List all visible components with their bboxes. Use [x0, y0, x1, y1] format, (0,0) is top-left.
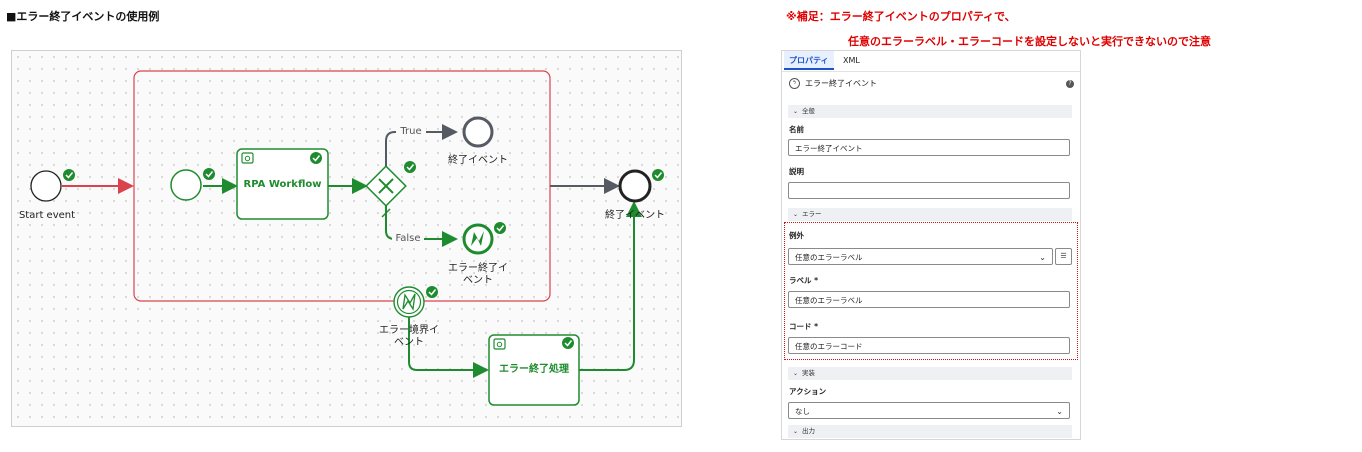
help-icon[interactable]: ? — [1066, 80, 1074, 88]
inner-error-end-label-2: ベント — [463, 275, 493, 286]
flow-true-label: True — [396, 126, 426, 138]
page-heading: ■エラー終了イベントの使用例 — [6, 10, 160, 23]
check-badge-icon — [652, 169, 664, 181]
check-badge-icon — [203, 168, 215, 180]
error-code-label: コード * — [789, 322, 819, 331]
boundary-lightning-icon — [402, 293, 416, 311]
gateway-x-icon — [378, 178, 394, 194]
section-general-label: 全般 — [802, 107, 816, 115]
check-badge-icon — [426, 286, 438, 298]
chevron-down-icon: ⌄ — [793, 211, 799, 218]
panel-header-title: エラー終了イベント — [805, 79, 877, 88]
error-event-icon: ϟ — [789, 78, 800, 89]
section-general[interactable]: ⌄全般 — [788, 105, 1072, 118]
inner-end-event-label: 終了イベント — [448, 155, 508, 166]
boundary-event-label-1: エラー境界イ — [379, 325, 439, 336]
false-flow-marker — [381, 208, 391, 218]
exception-label: 例外 — [789, 231, 804, 240]
exception-select[interactable]: 任意のエラーラベル ⌄ — [788, 248, 1053, 265]
error-label-field[interactable]: 任意のエラーラベル — [788, 291, 1070, 308]
rpa-workflow-task — [236, 148, 329, 220]
note-line-2: 任意のエラーラベル・エラーコードを設定しないと実行できないので注意 — [848, 35, 1211, 48]
camera-task-icon — [493, 338, 506, 350]
camera-task-icon — [241, 152, 254, 164]
action-select[interactable]: なし ⌄ — [788, 402, 1070, 419]
rpa-workflow-label: RPA Workflow — [243, 179, 322, 190]
flow-boundary-to-error-task — [408, 317, 489, 378]
tab-xml[interactable]: XML — [843, 56, 860, 65]
section-output-label: 出力 — [802, 427, 816, 435]
start-event-label: Start event — [18, 210, 76, 221]
section-output[interactable]: ⌄出力 — [788, 425, 1072, 438]
chevron-down-icon: ⌄ — [793, 428, 799, 435]
check-badge-icon — [404, 161, 416, 173]
flow-true — [385, 124, 458, 169]
description-field[interactable] — [788, 182, 1070, 199]
boundary-event-label-2: ベント — [394, 337, 424, 348]
name-field[interactable]: エラー終了イベント — [788, 139, 1070, 156]
exception-select-value: 任意のエラーラベル — [795, 253, 863, 262]
flow-false-label: False — [392, 233, 424, 245]
description-label: 説明 — [789, 167, 804, 176]
check-badge-icon — [310, 152, 322, 164]
highlight-box — [784, 222, 1078, 360]
flow-error-task-to-end — [579, 201, 642, 371]
outer-end-event-label: 終了イベント — [605, 210, 665, 221]
chevron-down-icon: ⌄ — [1056, 407, 1063, 416]
start-event — [30, 170, 62, 202]
check-badge-icon — [494, 222, 506, 234]
lightning-icon — [471, 231, 484, 246]
note-line-1: ※補足：エラー終了イベントのプロパティで、 — [786, 10, 1016, 23]
chevron-down-icon: ⌄ — [1039, 253, 1046, 262]
error-task-label: エラー終了処理 — [499, 364, 569, 375]
section-error-label: エラー — [802, 210, 822, 218]
panel-tabs: プロパティ XML — [782, 51, 1080, 72]
tab-properties[interactable]: プロパティ — [784, 51, 834, 70]
inner-end-event — [462, 116, 494, 148]
action-select-value: なし — [795, 407, 810, 416]
check-badge-icon — [63, 169, 75, 181]
edit-icon[interactable]: ☰ — [1055, 248, 1072, 265]
error-code-field[interactable]: 任意のエラーコード — [788, 337, 1070, 354]
inner-error-end-event — [462, 223, 494, 255]
section-implementation[interactable]: ⌄実装 — [788, 367, 1072, 380]
bpmn-diagram — [30, 70, 664, 406]
inner-error-end-label-1: エラー終了イ — [448, 263, 508, 274]
error-label-label: ラベル * — [789, 276, 819, 285]
name-label: 名前 — [789, 125, 804, 134]
error-end-process-task — [488, 334, 580, 406]
action-label: アクション — [789, 387, 827, 396]
panel-header: ϟ エラー終了イベント — [789, 78, 877, 89]
section-error[interactable]: ⌄エラー — [788, 208, 1072, 221]
check-badge-icon — [562, 337, 574, 349]
section-implementation-label: 実装 — [802, 369, 816, 377]
chevron-down-icon: ⌄ — [793, 370, 799, 377]
chevron-down-icon: ⌄ — [793, 108, 799, 115]
inner-start-event — [170, 169, 202, 201]
outer-end-event — [618, 169, 652, 203]
bpmn-canvas[interactable]: Start event RPA Workflow True False 終了イベ… — [11, 50, 682, 427]
